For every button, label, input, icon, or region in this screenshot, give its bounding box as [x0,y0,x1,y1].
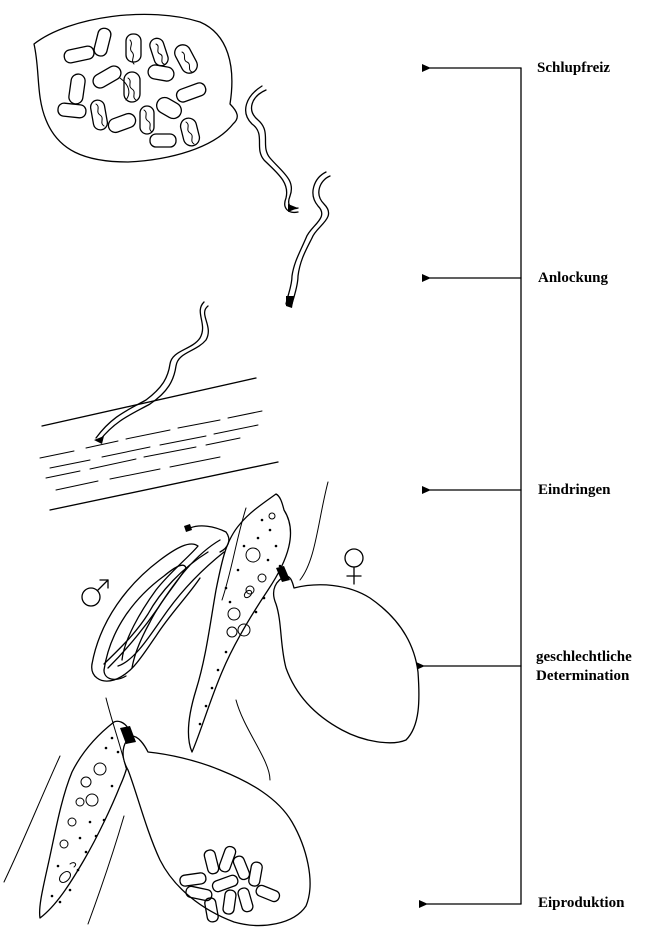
label-schlupfreiz-text: Schlupfreiz [537,60,610,76]
determination-illustration [92,482,419,780]
giant-cell-2 [40,721,131,918]
egg-production-illustration [4,721,310,925]
label-determination-line-1: geschlechtliche [536,648,632,667]
male-symbol-graphic [82,580,108,606]
label-eindringen-text: Eindringen [538,482,611,498]
label-schlupfreiz: Schlupfreiz [537,59,610,78]
label-eiproduktion: Eiproduktion [538,894,624,913]
label-determination: geschlechtliche Determination [536,648,632,686]
male-nematode [92,524,229,681]
hatched-juveniles-illustration [246,86,330,308]
stage-arrows [424,68,521,904]
label-determination-line-2: Determination [536,667,632,686]
egg-filled-female [120,726,310,925]
cyst-with-eggs-illustration [34,14,237,162]
female-nematode [274,566,419,743]
root-penetration-illustration [40,302,278,510]
female-symbol-graphic [345,549,363,584]
label-anlockung: Anlockung [538,269,608,288]
label-eiproduktion-text: Eiproduktion [538,895,624,911]
label-eindringen: Eindringen [538,481,611,500]
label-anlockung-text: Anlockung [538,270,608,286]
